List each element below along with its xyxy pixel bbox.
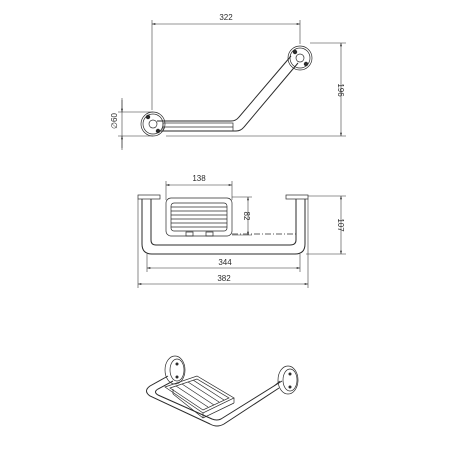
dim-inner-span-label: 344	[218, 258, 232, 267]
front-bar	[141, 199, 306, 255]
dim-top-height: 196	[166, 42, 346, 137]
svg-text:∅60: ∅60	[110, 113, 119, 129]
dim-flange-diameter-label: 60	[110, 113, 119, 122]
left-wall-plate	[137, 194, 161, 200]
grab-bar-tube	[157, 55, 299, 132]
iso-basket	[164, 375, 235, 419]
basket-top	[162, 122, 234, 132]
dim-basket-depth-label: 82	[242, 212, 251, 221]
dim-top-width-label: 322	[219, 13, 233, 22]
dim-overall-length-label: 382	[217, 274, 231, 283]
right-flange	[287, 45, 313, 71]
dim-top-height-label: 196	[336, 83, 345, 97]
diameter-symbol: ∅	[110, 122, 119, 129]
dim-flange-diameter: ∅60	[110, 98, 153, 150]
dim-inner-span: 344	[146, 254, 301, 272]
dim-overall-length: 382	[137, 199, 309, 288]
dim-basket-depth: 82	[232, 196, 252, 236]
dim-basket-width: 138	[165, 174, 233, 200]
isometric-view	[146, 355, 299, 427]
dim-projection: 107	[306, 195, 346, 255]
iso-left-flange	[164, 355, 186, 385]
dim-projection-label: 107	[336, 218, 345, 232]
top-view: 322 196 ∅60	[110, 13, 346, 150]
basket-front	[165, 197, 296, 237]
left-flange	[140, 111, 166, 137]
dim-top-width: 322	[151, 13, 301, 110]
front-view: 138 82 107 344 382	[137, 174, 346, 288]
dim-basket-width-label: 138	[192, 174, 206, 183]
iso-bar	[146, 375, 283, 427]
right-wall-plate	[285, 194, 309, 200]
iso-right-flange	[277, 365, 299, 395]
